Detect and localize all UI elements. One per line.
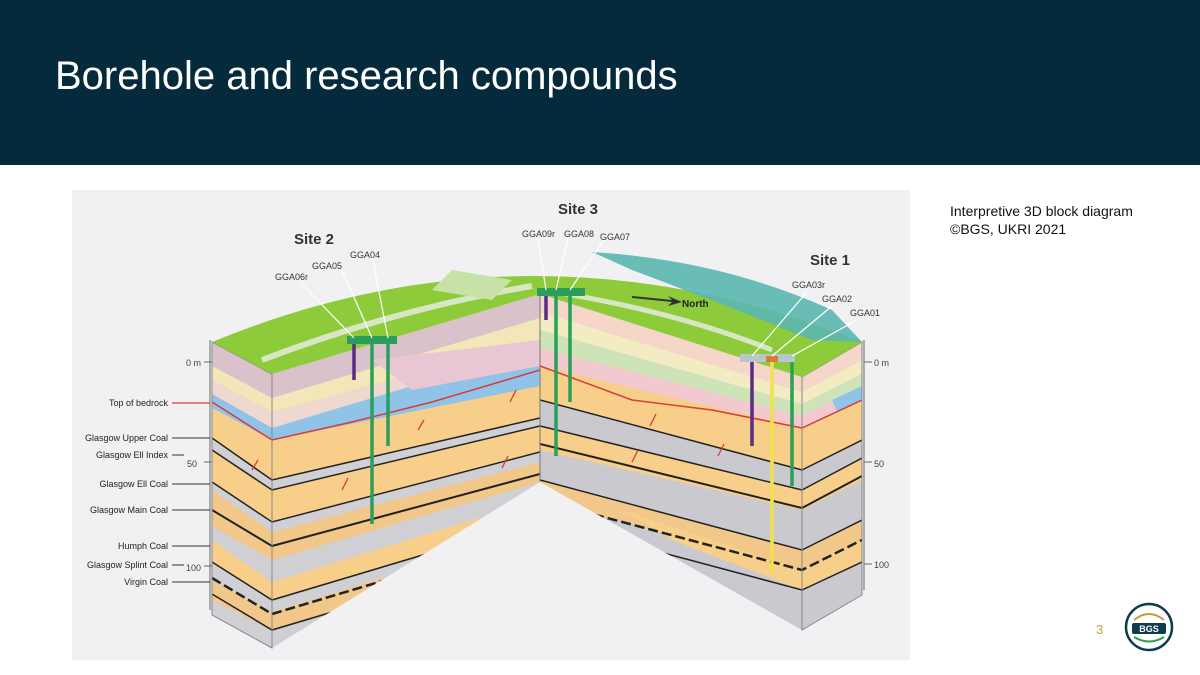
depth-label: 0 m	[186, 358, 201, 368]
strata-label: Virgin Coal	[124, 577, 168, 587]
site3-compound	[537, 288, 585, 296]
strata-label: Glasgow Ell Coal	[99, 479, 168, 489]
site1-label: Site 1	[810, 252, 850, 269]
slide-title: Borehole and research compounds	[55, 54, 678, 99]
depth-label: 50	[187, 459, 197, 469]
strata-label: Glasgow Splint Coal	[87, 560, 168, 570]
borehole-label: GGA07	[600, 232, 630, 242]
page-number: 3	[1096, 622, 1103, 637]
diagram-caption: Interpretive 3D block diagram ©BGS, UKRI…	[950, 202, 1133, 238]
strata-label: Glasgow Main Coal	[90, 505, 168, 515]
strata-label: Glasgow Ell Index	[96, 450, 169, 460]
strata-label: Glasgow Upper Coal	[85, 433, 168, 443]
borehole-label: GGA03r	[792, 280, 825, 290]
borehole-label: GGA02	[822, 294, 852, 304]
caption-line: Interpretive 3D block diagram	[950, 202, 1133, 220]
logo-text: BGS	[1139, 624, 1159, 634]
right-depth-scale: 0 m 50 100	[864, 340, 889, 590]
block-diagram-svg: North Site 2 GGA04 GGA05 GGA06r Site 3 G…	[72, 190, 910, 660]
copyright-line: ©BGS, UKRI 2021	[950, 220, 1133, 238]
site3-label: Site 3	[558, 201, 598, 218]
strata-labels: Top of bedrock Glasgow Upper Coal Glasgo…	[85, 398, 210, 587]
borehole-label: GGA01	[850, 308, 880, 318]
depth-label: 50	[874, 459, 884, 469]
borehole-label: GGA06r	[275, 272, 308, 282]
borehole-label: GGA04	[350, 250, 380, 260]
north-label: North	[682, 299, 709, 310]
depth-label: 0 m	[874, 358, 889, 368]
depth-label: 100	[874, 560, 889, 570]
depth-label: 100	[186, 563, 201, 573]
strata-label: Humph Coal	[118, 541, 168, 551]
strata-label-top-of-bedrock: Top of bedrock	[109, 398, 169, 408]
site2-label: Site 2	[294, 231, 334, 248]
block-diagram: North Site 2 GGA04 GGA05 GGA06r Site 3 G…	[72, 190, 910, 660]
bgs-logo: BGS	[1124, 602, 1174, 652]
left-depth-scale: 0 m 50 100	[186, 340, 212, 610]
borehole-label: GGA09r	[522, 229, 555, 239]
borehole-label: GGA05	[312, 261, 342, 271]
borehole-label: GGA08	[564, 229, 594, 239]
